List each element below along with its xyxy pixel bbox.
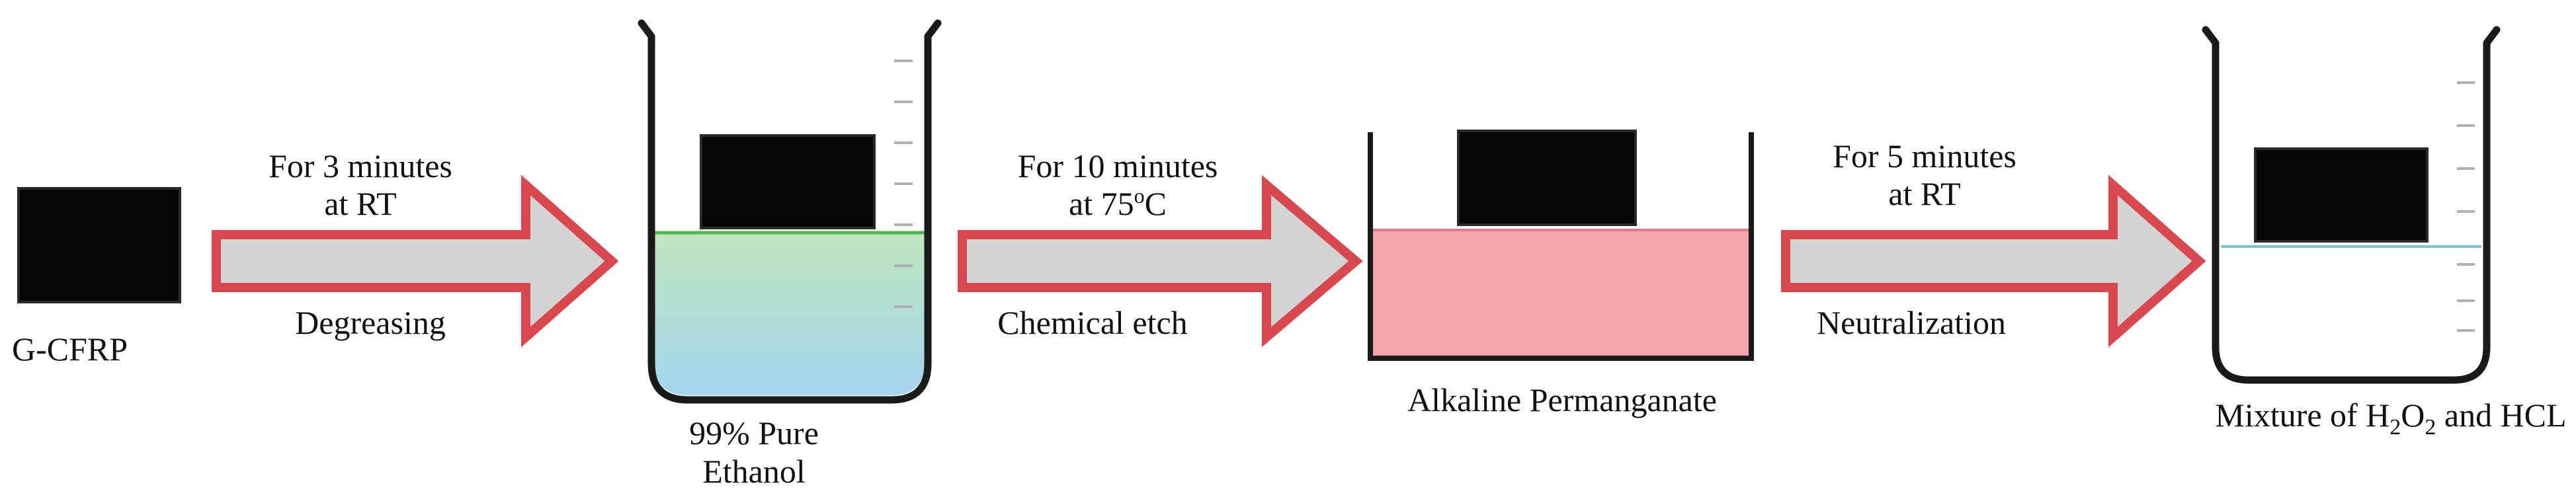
beaker-mixture-outline <box>2202 26 2501 384</box>
arrow-step-2 <box>958 174 1363 348</box>
ethanol-sample-block <box>700 134 876 229</box>
gcfrp-label: G-CFRP <box>12 330 128 368</box>
step3-temperature: at RT <box>1888 175 1960 212</box>
beaker-ethanol <box>638 19 942 404</box>
beaker-permanganate-label: Alkaline Permanganate <box>1407 381 1717 418</box>
beaker-ethanol-label-line2: Ethanol <box>702 453 806 490</box>
ethanol-liquid <box>655 233 925 395</box>
step2-duration: For 10 minutes <box>1018 147 1218 184</box>
arrow-step-3 <box>1781 174 2206 348</box>
arrow-step-1 <box>212 174 619 348</box>
step1-duration: For 3 minutes <box>269 147 452 184</box>
beaker-mixture-label: Mixture of H2O2 and HCL <box>2215 397 2566 440</box>
beaker-ethanol-label-line1: 99% Pure <box>689 414 819 451</box>
beaker-ethanol-ticks <box>894 59 913 308</box>
beaker-permanganate <box>1368 130 1754 361</box>
beaker-ethanol-outline <box>638 19 942 404</box>
beaker-mixture-ticks <box>2457 81 2475 332</box>
permanganate-sample-block <box>1457 130 1637 226</box>
step2-temperature: at 75oC <box>1069 184 1167 222</box>
beaker-mixture <box>2202 26 2501 384</box>
gcfrp-sample-block <box>17 187 181 303</box>
step3-duration: For 5 minutes <box>1833 137 2016 174</box>
permanganate-liquid <box>1372 230 1749 357</box>
beaker-permanganate-outline <box>1368 132 1754 361</box>
step3-process-name: Neutralization <box>1817 304 2006 341</box>
step2-process-name: Chemical etch <box>997 304 1187 341</box>
step1-temperature: at RT <box>324 185 396 222</box>
mixture-sample-block <box>2254 147 2429 243</box>
step1-process-name: Degreasing <box>295 304 446 341</box>
